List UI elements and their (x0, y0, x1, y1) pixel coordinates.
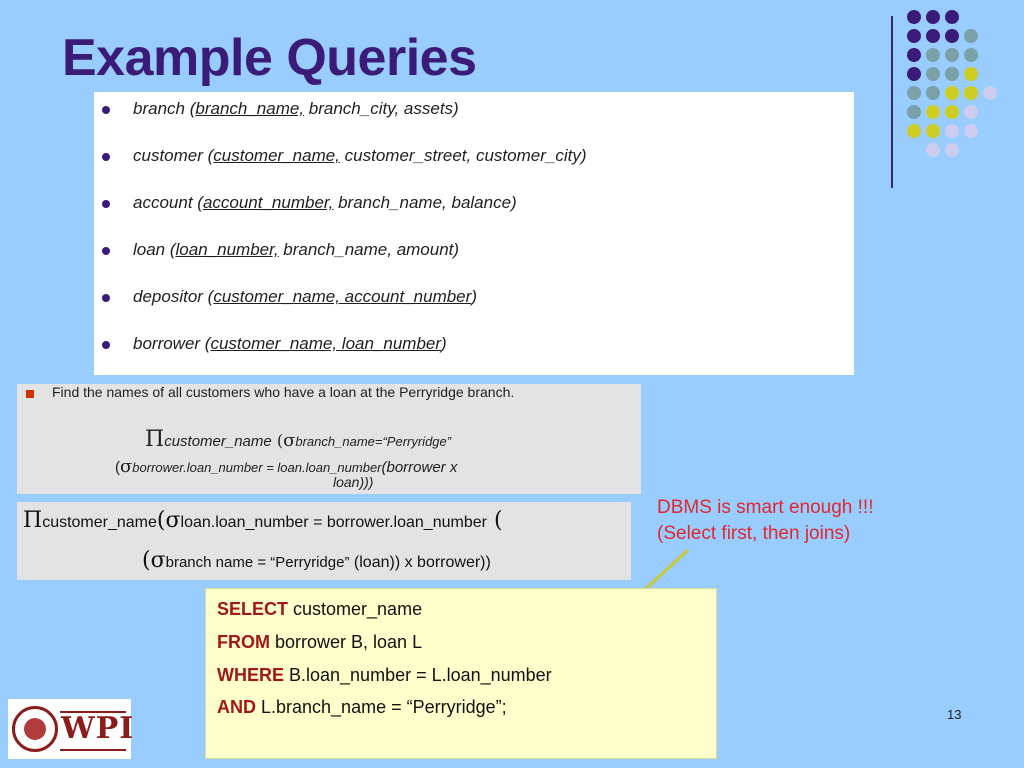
decorative-dot (945, 29, 959, 43)
slide-title: Example Queries (62, 29, 477, 87)
sql-line: SELECT customer_name (217, 599, 423, 619)
page-number: 13 (947, 707, 962, 722)
decorative-dot (926, 29, 940, 43)
primary-key: customer_name, loan_number (210, 334, 442, 353)
sql-keyword: SELECT (217, 599, 289, 619)
primary-key: loan_number, (175, 240, 279, 259)
bullet-icon (102, 294, 110, 302)
logo-text: WPI (61, 711, 135, 746)
decorative-dot (907, 10, 921, 24)
pi-symbol: Π (23, 508, 43, 533)
sigma-symbol: σ (283, 430, 296, 451)
optimized-expression-box: Πcustomer_name(σloan.loan_number = borro… (17, 502, 631, 580)
decorative-dot (907, 29, 921, 43)
decorative-dot (926, 10, 940, 24)
sql-query-box: SELECT customer_name FROM borrower B, lo… (205, 588, 717, 759)
sql-keyword: WHERE (217, 665, 284, 685)
decorative-dot (907, 124, 921, 138)
decorative-dot (983, 86, 997, 100)
bullet-icon (102, 247, 110, 255)
decorative-dot (964, 105, 978, 119)
annotation-note: DBMS is smart enough !!! (Select first, … (657, 497, 874, 544)
sql-keyword: AND (217, 697, 256, 717)
decorative-dot (926, 67, 940, 81)
sql-line: FROM borrower B, loan L (217, 632, 423, 652)
wpi-seal-icon (12, 706, 58, 752)
query-example-box: Find the names of all customers who have… (17, 384, 641, 494)
decorative-dot (945, 86, 959, 100)
query-expression-line3: loan))) (333, 474, 374, 490)
sigma-symbol: σ (150, 548, 166, 573)
sigma-symbol: σ (120, 456, 133, 477)
optimized-expression-line2: (σbranch name = “Perryridge” (loan)) x b… (142, 548, 491, 573)
sql-line: AND L.branch_name = “Perryridge”; (217, 697, 507, 717)
schema-panel: branch (branch_name, branch_city, assets… (94, 92, 854, 375)
pi-symbol: Π (145, 427, 165, 452)
decorative-dot (945, 48, 959, 62)
decorative-dot (945, 10, 959, 24)
query-expression-line2: (σborrower.loan_number = loan.loan_numbe… (115, 456, 458, 477)
bullet-icon (102, 341, 110, 349)
wpi-logo: WPI (8, 699, 135, 759)
bullet-icon (102, 153, 110, 161)
sql-line: WHERE B.loan_number = L.loan_number (217, 665, 552, 685)
bullet-icon (102, 106, 110, 114)
decorative-dot (945, 67, 959, 81)
decorative-dot (926, 105, 940, 119)
primary-key: customer_name, (213, 146, 340, 165)
decorative-dot (907, 67, 921, 81)
decorative-dot (964, 86, 978, 100)
decorative-dot (945, 105, 959, 119)
decorative-dot (964, 67, 978, 81)
primary-key: branch_name, (195, 99, 305, 118)
decorative-dot (945, 143, 959, 157)
primary-key: customer_name, account_number (213, 287, 472, 306)
decorative-dot (926, 143, 940, 157)
decorative-dot (964, 124, 978, 138)
divider-line (891, 16, 893, 188)
decorative-dot (945, 124, 959, 138)
query-question: Find the names of all customers who have… (52, 384, 515, 400)
decorative-dot (964, 29, 978, 43)
query-expression-line1: Πcustomer_name (σbranch_name=“Perryridge… (145, 427, 452, 452)
decorative-dot (926, 86, 940, 100)
primary-key: account_number, (202, 193, 334, 212)
decorative-dot (964, 48, 978, 62)
dot-grid-decoration (907, 10, 1007, 170)
decorative-dot (907, 105, 921, 119)
sql-keyword: FROM (217, 632, 270, 652)
optimized-expression-line1: Πcustomer_name(σloan.loan_number = borro… (23, 508, 503, 533)
decorative-dot (926, 124, 940, 138)
decorative-dot (907, 48, 921, 62)
decorative-dot (907, 86, 921, 100)
sigma-symbol: σ (165, 508, 181, 533)
bullet-icon (102, 200, 110, 208)
decorative-dot (926, 48, 940, 62)
square-bullet-icon (26, 390, 34, 398)
